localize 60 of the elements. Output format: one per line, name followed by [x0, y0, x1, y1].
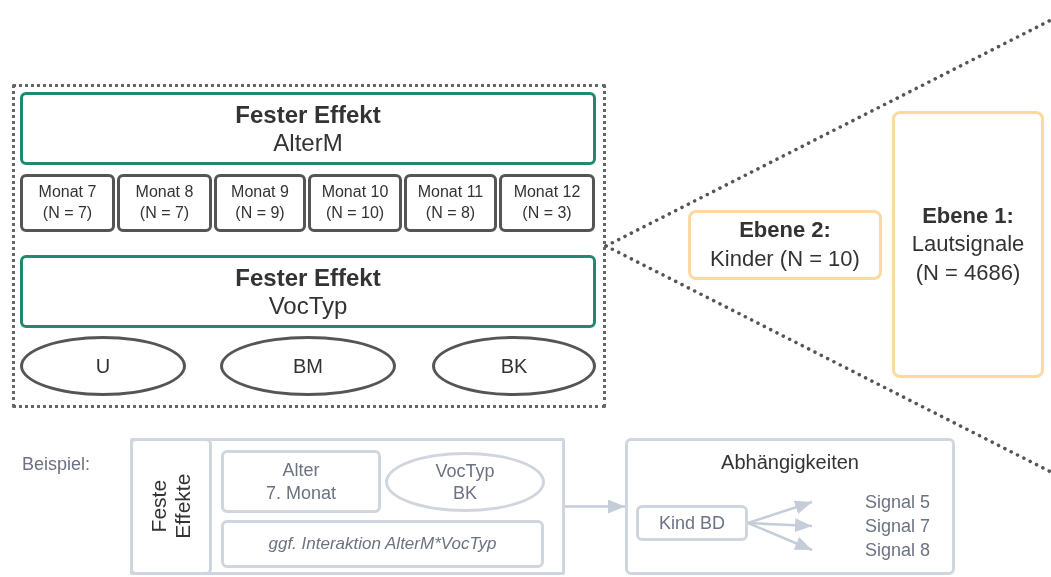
level-box [892, 111, 1044, 378]
box-text: VocTyp [268, 291, 348, 320]
count-label: (N = 9) [235, 203, 285, 223]
category-label: U [95, 354, 111, 378]
example-label: Kind BD [658, 511, 725, 535]
example-box [221, 450, 381, 513]
example-ellipse [385, 452, 545, 512]
box-heading: Fester Effekt [235, 263, 381, 292]
vertical-label: Feste Effekte [146, 473, 195, 541]
month-label: Monat 7 [38, 182, 97, 203]
month-box [308, 174, 402, 232]
month-box [499, 174, 595, 232]
month-label: Monat 12 [513, 182, 581, 203]
month-box [20, 174, 115, 232]
level-heading: Ebene 1: [922, 201, 1014, 230]
count-label: (N = 3) [522, 203, 572, 223]
month-box [214, 174, 306, 232]
effect-box [20, 92, 596, 165]
level-heading: Ebene 2: [739, 216, 831, 245]
example-label: Alter [282, 459, 320, 482]
interaction-label: ggf. Interaktion AlterM*VocTyp [268, 534, 497, 554]
box-text: AlterM [273, 128, 343, 157]
month-label: Monat 11 [417, 182, 484, 203]
count-label: (N = 7) [42, 203, 93, 223]
arrow [747, 500, 813, 525]
example-label: BK [453, 482, 477, 505]
arrow [565, 499, 625, 514]
interaction-box [221, 520, 544, 568]
example-panel [130, 438, 565, 575]
month-label: Monat 10 [321, 182, 389, 203]
signal-label: Signal 5 [864, 491, 930, 513]
arrow [747, 521, 813, 552]
level-box [688, 210, 882, 280]
signal-label: Signal 8 [864, 539, 930, 561]
dependency-panel [625, 438, 955, 575]
effect-box [20, 255, 596, 328]
month-label: Monat 9 [231, 182, 289, 203]
month-box [404, 174, 497, 232]
month-box [117, 174, 212, 232]
example-label: VocTyp [435, 459, 495, 482]
example-box [636, 505, 748, 541]
level-text: Lautsignale (N = 4686) [910, 230, 1026, 287]
level-text: Kinder (N = 10) [710, 245, 860, 273]
dotted-frame [12, 84, 606, 408]
panel-heading: Abhängigkeiten [721, 451, 859, 474]
category-ellipse [432, 336, 596, 396]
category-label: BM [293, 354, 323, 378]
category-ellipse [20, 336, 186, 396]
side-panel [130, 438, 212, 575]
category-label: BK [500, 354, 528, 378]
signal-label: Signal 7 [864, 515, 930, 537]
example-label: 7. Monat [265, 481, 336, 504]
count-label: (N = 10) [325, 203, 385, 223]
month-label: Monat 8 [135, 182, 194, 203]
dotted-line [604, 244, 1051, 474]
category-ellipse [220, 336, 396, 396]
example-label: Beispiel: [22, 454, 91, 475]
count-label: (N = 8) [425, 203, 476, 223]
box-heading: Fester Effekt [235, 100, 381, 129]
count-label: (N = 7) [139, 203, 190, 223]
